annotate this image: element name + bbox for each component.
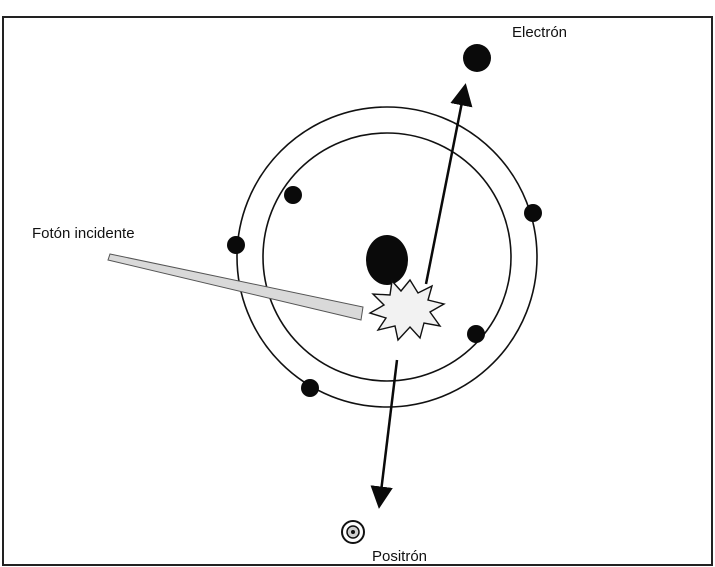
inner-orbit (262, 132, 512, 382)
orbital-electron (301, 379, 319, 397)
incident-photon-beam (107, 253, 364, 321)
orbital-electron (524, 204, 542, 222)
orbital-electron (227, 236, 245, 254)
outer-orbit (236, 106, 538, 408)
incident-photon-label: Fotón incidente (32, 225, 135, 242)
positron-label: Positrón (372, 548, 427, 565)
interaction-starburst (368, 278, 446, 342)
ejected-electron (463, 44, 491, 72)
positron-trajectory-arrow (370, 359, 399, 509)
orbital-electron (284, 186, 302, 204)
diagram-frame (2, 16, 713, 566)
positron-particle (341, 520, 365, 544)
electron-label: Electrón (512, 24, 567, 41)
orbital-electron (467, 325, 485, 343)
electron-trajectory-arrow (424, 83, 473, 285)
nucleus (366, 235, 408, 285)
